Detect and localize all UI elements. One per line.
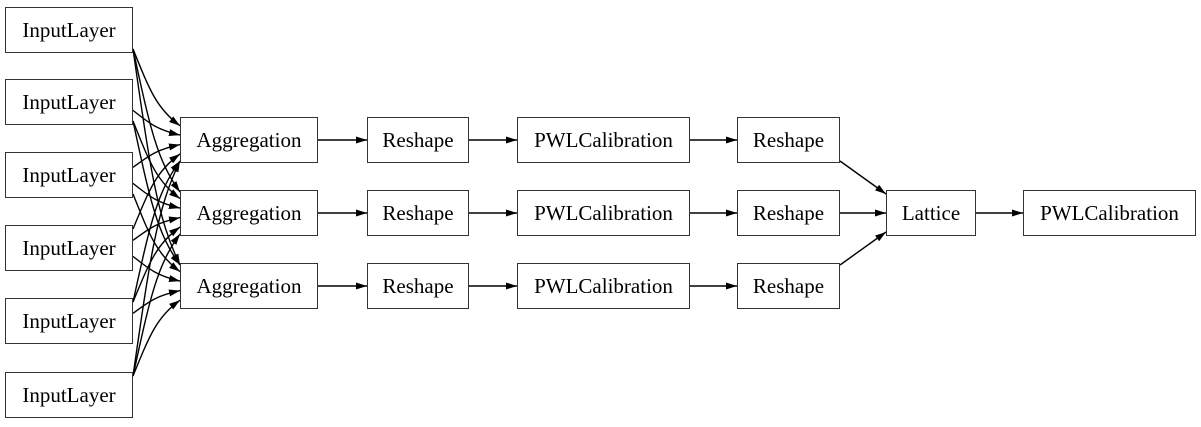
edge-input1-to-agg2 bbox=[132, 48, 181, 193]
node-agg3: Aggregation bbox=[180, 263, 318, 309]
node-input4: InputLayer bbox=[5, 225, 133, 271]
edge-res2a-to-lattice bbox=[839, 160, 887, 195]
edge-input5-to-agg3 bbox=[132, 289, 181, 314]
node-pwl2: PWLCalibration bbox=[517, 190, 690, 236]
node-label-input6: InputLayer bbox=[22, 382, 116, 407]
edge-res2c-to-lattice bbox=[839, 231, 887, 266]
node-input1: InputLayer bbox=[5, 7, 133, 53]
node-input6: InputLayer bbox=[5, 372, 133, 418]
node-res1c: Reshape bbox=[367, 263, 469, 309]
edge-input2-to-agg2 bbox=[132, 120, 181, 200]
node-label-res2a: Reshape bbox=[752, 127, 825, 152]
node-label-res1b: Reshape bbox=[382, 200, 454, 225]
edge-input6-to-agg1 bbox=[132, 160, 181, 377]
edge-input2-to-agg3 bbox=[132, 120, 181, 266]
node-res1a: Reshape bbox=[367, 117, 469, 163]
node-label-res2c: Reshape bbox=[752, 273, 825, 298]
node-pwl1: PWLCalibration bbox=[517, 117, 690, 163]
node-label-res1a: Reshape bbox=[382, 127, 454, 152]
node-label-pwl1: PWLCalibration bbox=[534, 127, 673, 152]
node-label-input1: InputLayer bbox=[22, 17, 116, 42]
node-lattice: Lattice bbox=[886, 190, 976, 236]
node-res1b: Reshape bbox=[367, 190, 469, 236]
node-label-pwl2: PWLCalibration bbox=[534, 200, 673, 225]
edge-input3-to-agg1 bbox=[132, 143, 181, 168]
node-label-pwlout: PWLCalibration bbox=[1040, 200, 1179, 225]
node-label-lattice: Lattice bbox=[901, 200, 961, 225]
edge-input4-to-agg3 bbox=[132, 255, 181, 282]
edge-input6-to-agg3 bbox=[132, 299, 181, 377]
node-res2a: Reshape bbox=[737, 117, 840, 163]
node-res2c: Reshape bbox=[737, 263, 840, 309]
node-input2: InputLayer bbox=[5, 79, 133, 125]
node-input5: InputLayer bbox=[5, 298, 133, 344]
node-agg1: Aggregation bbox=[180, 117, 318, 163]
node-label-res2b: Reshape bbox=[752, 200, 825, 225]
edge-input5-to-agg2 bbox=[132, 226, 181, 303]
node-label-input2: InputLayer bbox=[22, 89, 116, 114]
node-label-agg3: Aggregation bbox=[196, 273, 302, 298]
node-label-input3: InputLayer bbox=[22, 162, 116, 187]
node-pwl3: PWLCalibration bbox=[517, 263, 690, 309]
node-label-res1c: Reshape bbox=[382, 273, 454, 298]
node-label-agg2: Aggregation bbox=[196, 200, 302, 225]
node-label-input5: InputLayer bbox=[22, 308, 116, 333]
node-input3: InputLayer bbox=[5, 152, 133, 198]
node-label-pwl3: PWLCalibration bbox=[534, 273, 673, 298]
edge-input6-to-agg2 bbox=[132, 233, 181, 377]
node-label-input4: InputLayer bbox=[22, 235, 116, 260]
edge-input4-to-agg1 bbox=[132, 153, 181, 230]
edge-input3-to-agg2 bbox=[132, 182, 181, 209]
edge-input2-to-agg1 bbox=[132, 109, 181, 136]
edge-input4-to-agg2 bbox=[132, 216, 181, 241]
node-agg2: Aggregation bbox=[180, 190, 318, 236]
node-label-agg1: Aggregation bbox=[196, 127, 302, 152]
node-res2b: Reshape bbox=[737, 190, 840, 236]
edge-input1-to-agg1 bbox=[132, 48, 181, 127]
node-pwlout: PWLCalibration bbox=[1023, 190, 1196, 236]
